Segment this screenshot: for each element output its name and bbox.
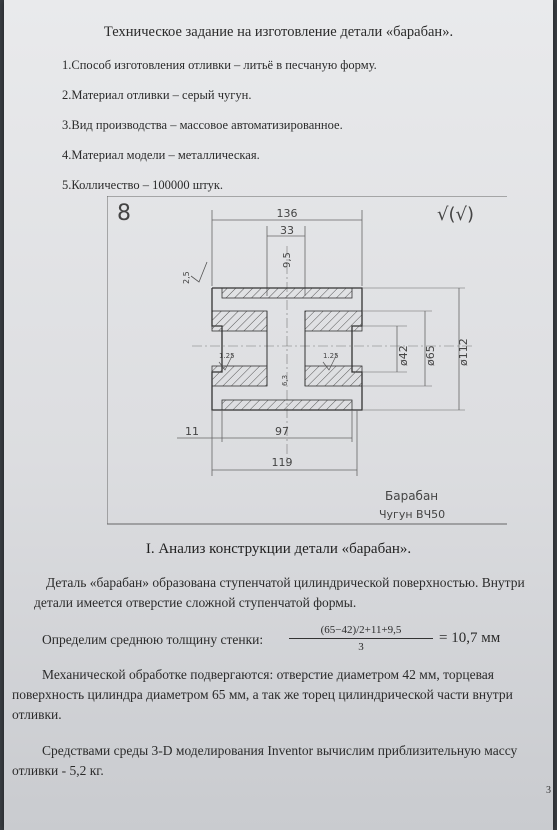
requirement-item: 3.Вид производства – массовое автоматизи… (62, 118, 343, 132)
dim-97: 97 (275, 425, 289, 438)
dim-9-5: 9,5 (282, 252, 293, 268)
section-title: I. Анализ конструкции детали «барабан». (145, 541, 412, 557)
dim-1-25-a: 1.25 (219, 352, 235, 360)
dim-1-25-b: 1.25 (323, 352, 339, 360)
sheet-number: 8 (117, 201, 131, 226)
requirement-item: 4.Материал модели – металлическая. (62, 148, 260, 162)
dim-d65: ø65 (424, 345, 437, 366)
part-name: Барабан (385, 489, 438, 503)
requirement-item: 5.Колличество – 100000 штук. (62, 178, 224, 192)
dim-d42: ø42 (397, 345, 410, 366)
formula-label: Определим среднюю толщину стенки: (42, 632, 264, 647)
formula-result: = 10,7 мм (439, 630, 501, 646)
formula-denominator: 3 (358, 641, 364, 653)
formula-line: Определим среднюю толщину стенки: (65−42… (42, 624, 542, 658)
dim-d112: ø112 (457, 338, 470, 366)
dim-6-3: 6,3 (281, 375, 289, 386)
dim-136: 136 (277, 207, 298, 220)
dim-119: 119 (272, 456, 293, 469)
page-number: 3 (546, 785, 551, 796)
document-title: Техническое задание на изготовление дета… (103, 24, 454, 40)
requirements-list: 1.Способ изготовления отливки – литьё в … (62, 58, 377, 208)
formula-numerator: (65−42)/2+11+9,5 (289, 624, 433, 639)
paragraph-1: Деталь «барабан» образована ступенчатой … (34, 575, 525, 610)
requirement-item: 2.Материал отливки – серый чугун. (62, 88, 252, 102)
paragraph-3: Механической обработке подвергаются: отв… (12, 667, 513, 722)
drum-drawing-svg: 8 √(√) 136 33 9,5 2,5 (107, 196, 507, 525)
dim-11: 11 (185, 425, 199, 438)
dim-33: 33 (280, 224, 294, 237)
requirement-item: 1.Способ изготовления отливки – литьё в … (62, 58, 377, 72)
part-material: Чугун ВЧ50 (379, 508, 445, 521)
technical-drawing: 8 √(√) 136 33 9,5 2,5 (107, 196, 507, 532)
document-page: Техническое задание на изготовление дета… (4, 0, 553, 830)
dim-2-5: 2,5 (182, 271, 191, 284)
roughness-symbol: √(√) (437, 204, 474, 225)
formula-fraction: (65−42)/2+11+9,5 3 (289, 624, 433, 653)
paragraph-4: Средствами среды 3-D моделирования Inven… (12, 743, 518, 778)
